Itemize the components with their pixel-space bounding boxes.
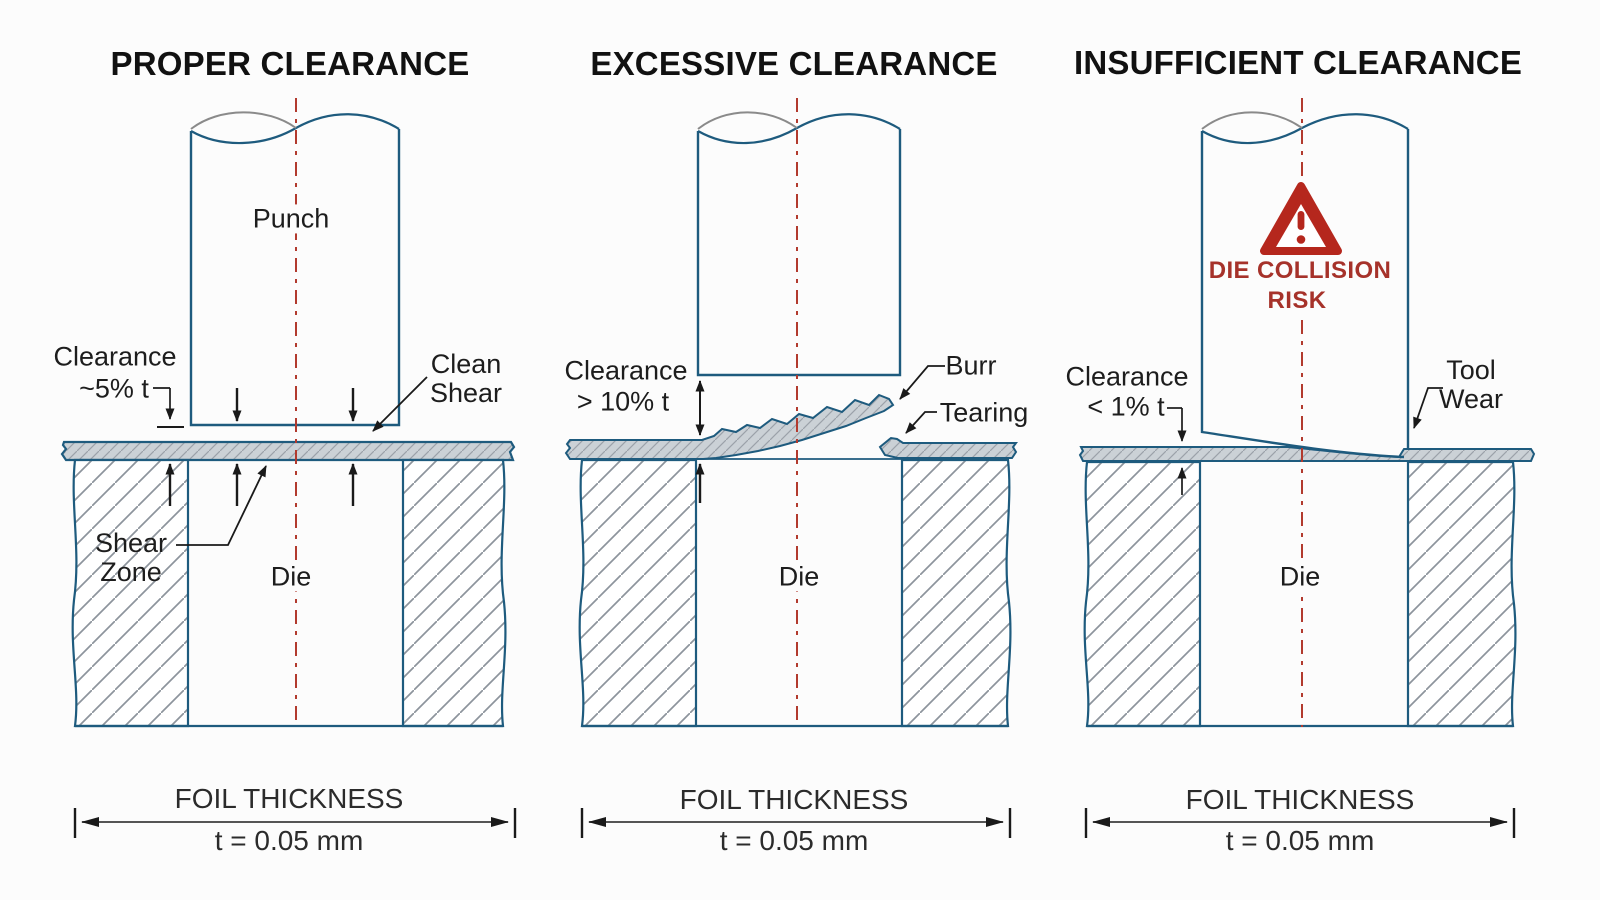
tool-wear-line1: Tool <box>1446 354 1496 385</box>
burr-leader <box>899 365 945 400</box>
foil-strip <box>60 440 516 462</box>
clearance-label-line2: ~5% t <box>79 373 149 404</box>
punch-break-line-gray <box>190 111 297 130</box>
panel-title-proper: PROPER CLEARANCE <box>110 45 470 83</box>
foil-thickness-label: FOIL THICKNESS <box>174 782 404 814</box>
foil-strip-deformed <box>1078 446 1536 462</box>
shear-zone-label: Shear Zone <box>94 527 168 587</box>
clean-shear-leader <box>372 376 428 432</box>
punch-break-line-gray <box>1201 111 1303 130</box>
die-label: Die <box>1272 562 1328 592</box>
die-right-block <box>900 458 1012 728</box>
die-right-block <box>1406 460 1517 728</box>
clean-shear-line1: Clean <box>430 348 502 379</box>
die-collision-risk-line2: RISK <box>1267 287 1327 315</box>
panel-title-excessive: EXCESSIVE CLEARANCE <box>590 45 998 83</box>
clearance-label-line1: Clearance <box>564 355 688 386</box>
shear-zone-line1: Shear <box>94 527 168 558</box>
foil-thickness-label: FOIL THICKNESS <box>679 783 909 815</box>
panel-insufficient-drawing <box>1078 98 1536 838</box>
clean-shear-label: Clean Shear <box>429 348 503 408</box>
die-right-block <box>401 458 507 728</box>
punch-outline <box>696 129 902 377</box>
shear-zone-leader <box>176 465 267 546</box>
die-left-block <box>71 458 190 728</box>
punch-break-line-blue <box>697 113 901 145</box>
foil-thickness-value: t = 0.05 mm <box>214 824 364 856</box>
panel-title-insufficient: INSUFFICIENT CLEARANCE <box>1073 44 1523 82</box>
tool-wear-leader <box>1413 387 1443 429</box>
clearance-label-line2: > 10% t <box>576 386 670 417</box>
die-collision-risk-line1: DIE COLLISION <box>1208 257 1392 285</box>
panel-proper-drawing <box>60 98 517 838</box>
tool-wear-label: Tool Wear <box>1438 354 1504 414</box>
tearing-label: Tearing <box>939 397 1029 428</box>
punch-outline <box>1200 129 1410 459</box>
warning-triangle-icon <box>1260 182 1342 255</box>
die-left-block <box>1083 460 1202 728</box>
punch-label: Punch <box>245 204 337 234</box>
panel-excessive-drawing <box>564 98 1018 838</box>
foil-bent-flap <box>564 393 895 460</box>
punch-break-line-blue <box>190 113 400 145</box>
burr-label: Burr <box>945 350 997 381</box>
shear-zone-line2: Zone <box>100 557 162 587</box>
punch-break-line-gray <box>697 111 798 130</box>
die-label: Die <box>771 562 827 592</box>
foil-thickness-value: t = 0.05 mm <box>719 824 869 856</box>
clearance-label-line2: < 1% t <box>1087 391 1165 422</box>
foil-thickness-value: t = 0.05 mm <box>1225 824 1375 856</box>
tearing-leader <box>905 411 937 434</box>
die-label: Die <box>263 562 319 592</box>
clearance-label-line1: Clearance <box>53 341 177 372</box>
clean-shear-line2: Shear <box>429 378 503 408</box>
clearance-label-line1: Clearance <box>1065 361 1189 392</box>
punch-break-line-blue <box>1201 113 1409 145</box>
foil-thickness-label: FOIL THICKNESS <box>1185 783 1415 815</box>
tool-wear-line2: Wear <box>1438 384 1504 414</box>
die-left-block <box>578 458 698 728</box>
foil-torn-piece <box>878 436 1018 459</box>
